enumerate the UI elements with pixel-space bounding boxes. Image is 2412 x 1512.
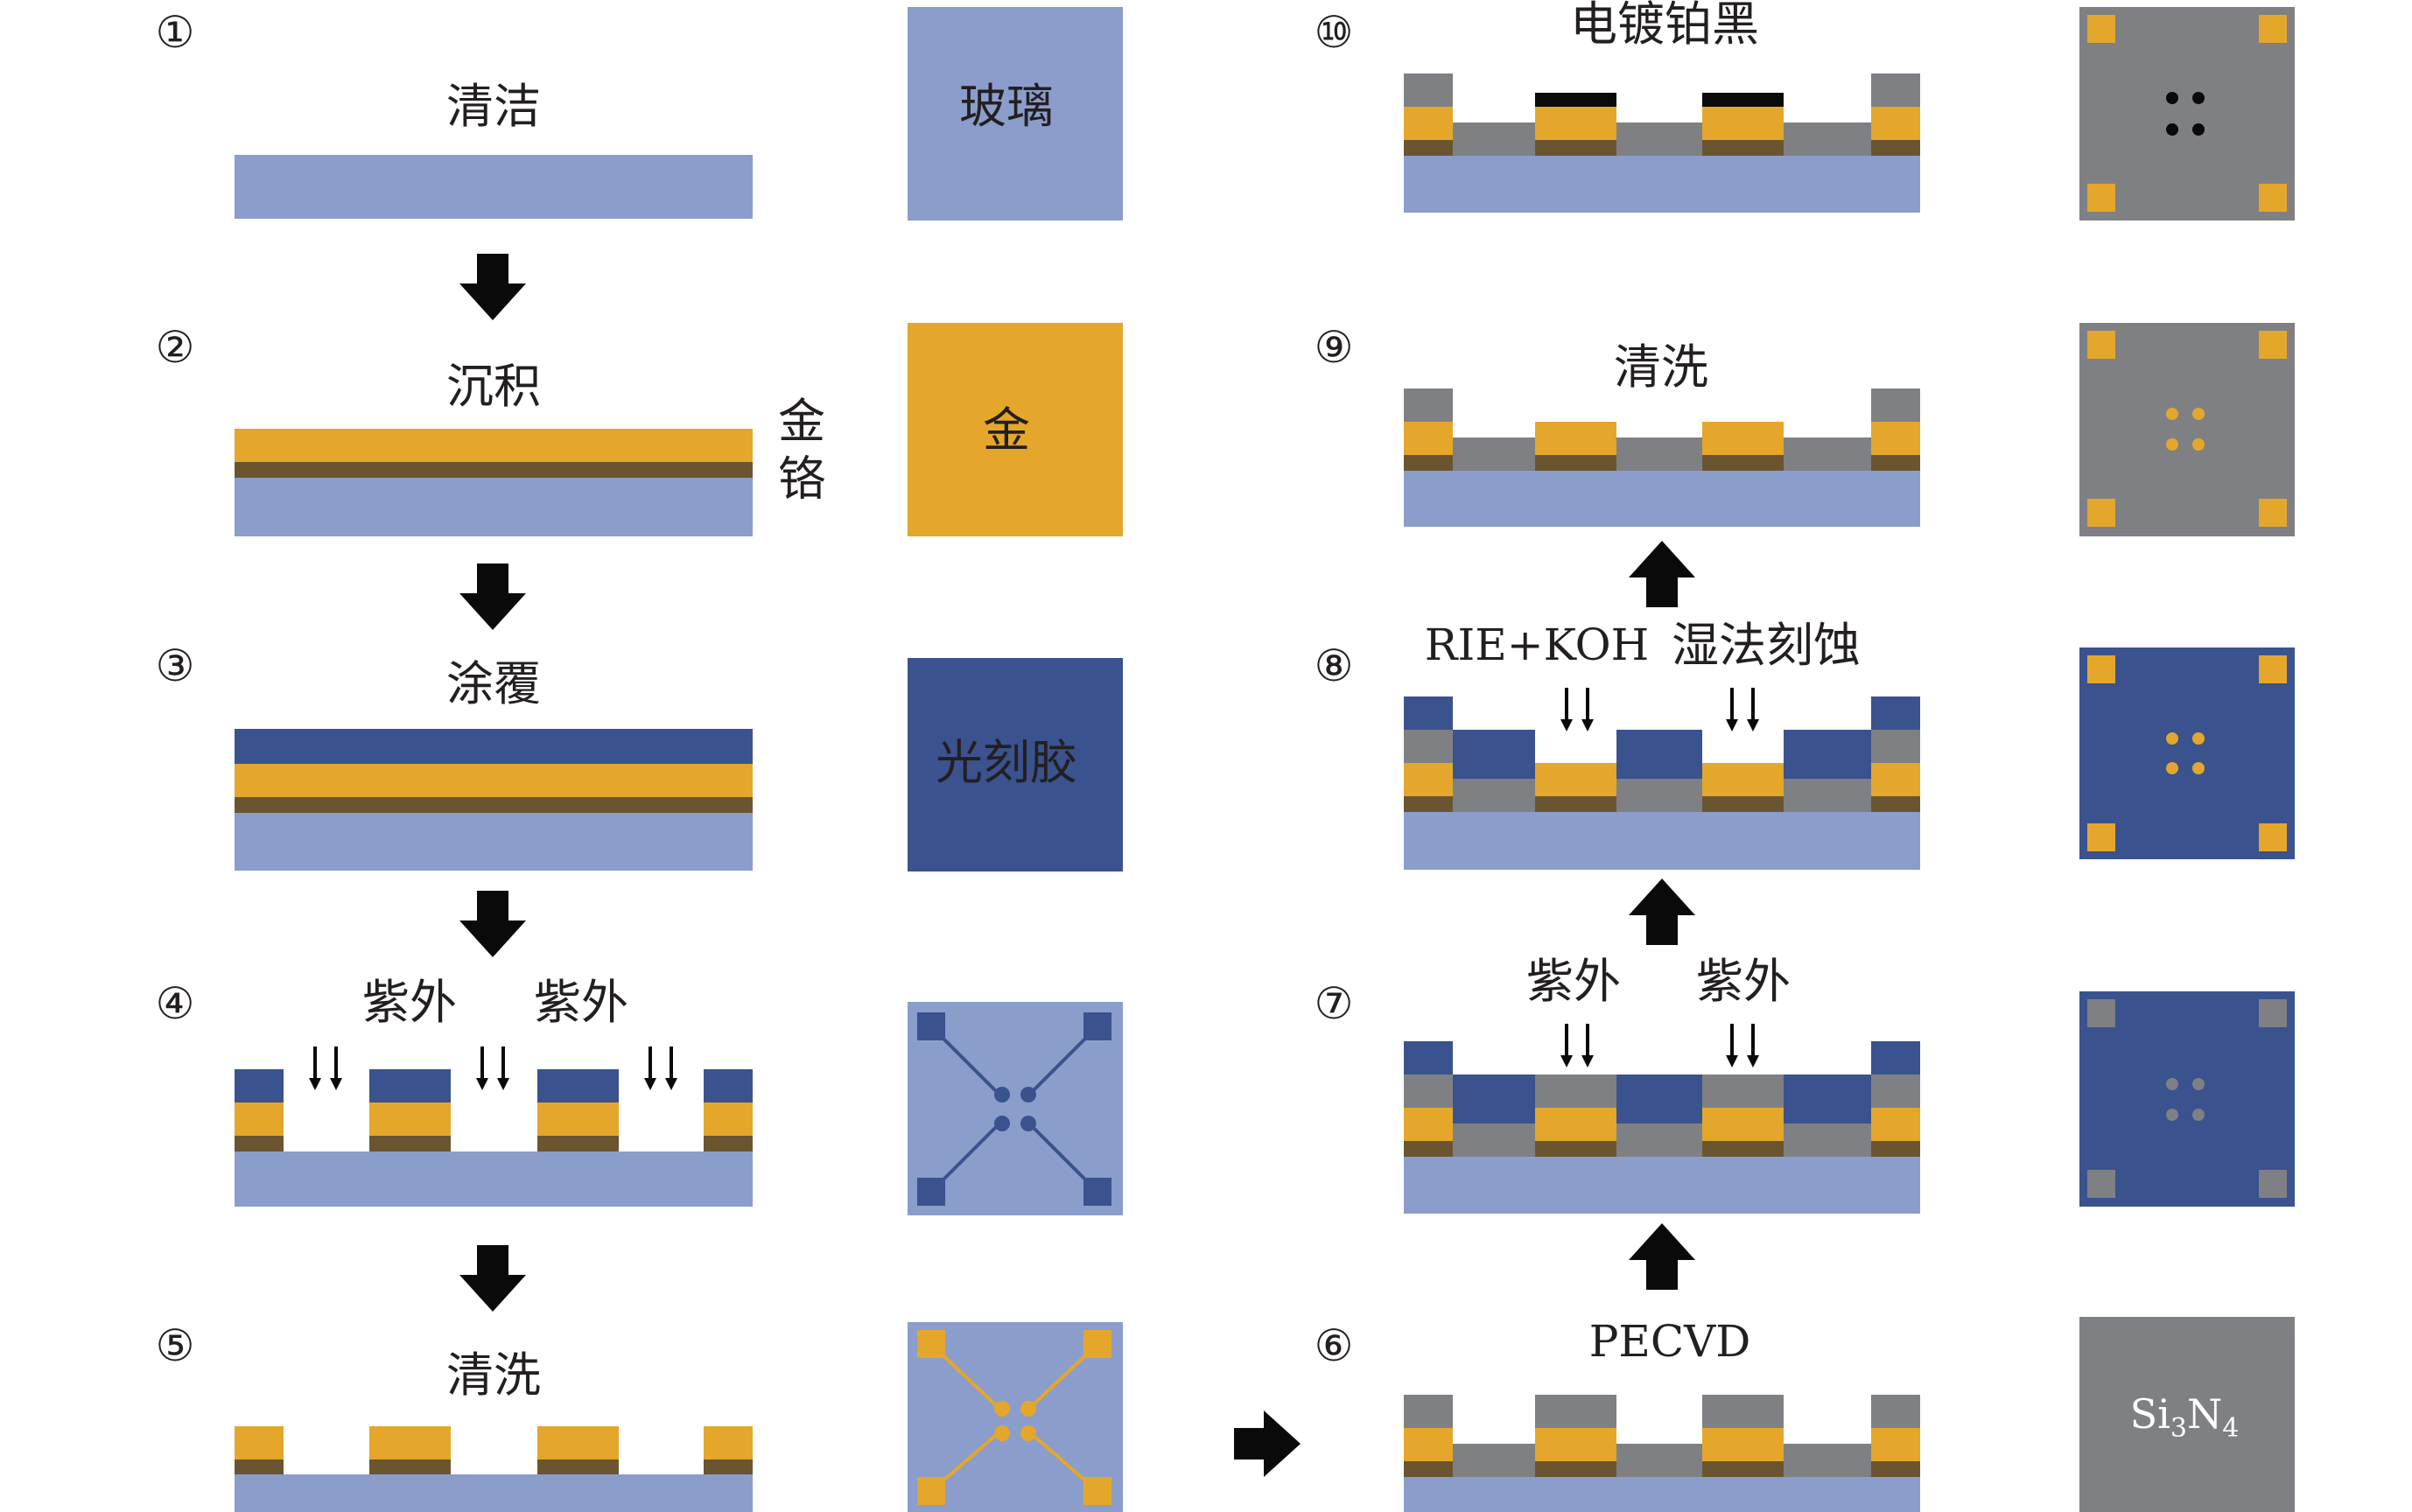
step-number: ⑥ xyxy=(1315,1320,1354,1371)
glass-substrate xyxy=(235,1152,753,1207)
step-number: ③ xyxy=(156,640,195,691)
topview-electrode-pattern-blue xyxy=(908,1002,1123,1215)
step6-cross-section xyxy=(1404,1395,1920,1512)
step10-cross-section xyxy=(1404,74,1920,213)
step-label: 电镀铂黑 xyxy=(1570,0,1759,52)
step-label: 清洗 xyxy=(446,1348,541,1403)
step9-cross-section xyxy=(1404,388,1920,527)
step-number: ⑩ xyxy=(1315,7,1354,58)
topview-gold: 金 xyxy=(908,323,1123,536)
photoresist-layer xyxy=(235,729,753,764)
uv-arrows-icon xyxy=(1726,1024,1759,1068)
uv-label: 紫外 xyxy=(1526,954,1621,1009)
step-number: ② xyxy=(156,322,195,373)
gold-block xyxy=(537,1426,619,1460)
gold-block xyxy=(704,1426,753,1460)
gold-block xyxy=(369,1426,451,1460)
topview-platinum-black xyxy=(2079,7,2295,220)
step5-cross-section xyxy=(235,1426,753,1512)
chrome-block xyxy=(369,1460,451,1474)
step1-cross-section xyxy=(235,155,753,219)
step3-cross-section xyxy=(235,729,753,871)
photoresist-block xyxy=(704,1069,753,1102)
step-label: 清洗 xyxy=(1614,340,1708,395)
down-arrow-icon xyxy=(459,1245,526,1312)
uv-arrows-icon xyxy=(309,1046,342,1090)
step-number: ① xyxy=(156,7,195,58)
step-label: 清洁 xyxy=(446,79,541,134)
uv-arrows-icon xyxy=(644,1046,677,1090)
topview-electrode-pattern-gold xyxy=(908,1322,1123,1512)
uv-label: 紫外 xyxy=(534,975,628,1030)
down-arrow-icon xyxy=(459,254,526,320)
uv-label: 紫外 xyxy=(1696,954,1791,1009)
chrome-block xyxy=(704,1136,753,1152)
topview-label: 光刻胶 xyxy=(936,735,1077,790)
chrome-block xyxy=(235,1460,284,1474)
gold-layer xyxy=(235,429,753,462)
step-number: ⑤ xyxy=(156,1320,195,1371)
gold-block xyxy=(235,1102,284,1136)
etch-label: 湿法刻蚀 xyxy=(1672,618,1861,673)
chrome-block xyxy=(369,1136,451,1152)
chrome-block xyxy=(704,1460,753,1474)
step-number: ⑧ xyxy=(1315,640,1354,691)
glass-substrate xyxy=(235,1474,753,1512)
step-number: ④ xyxy=(156,978,195,1029)
step2-cross-section xyxy=(235,429,753,536)
etch-label: RIE+KOH xyxy=(1425,620,1649,670)
etch-arrows-icon xyxy=(1560,688,1594,732)
photoresist-block xyxy=(369,1069,451,1102)
uv-arrows-icon xyxy=(1560,1024,1594,1068)
gold-block xyxy=(537,1102,619,1136)
uv-label: 紫外 xyxy=(362,975,457,1030)
gold-block xyxy=(235,1426,284,1460)
step4-cross-section xyxy=(235,1069,753,1207)
chrome-block xyxy=(537,1136,619,1152)
glass-substrate xyxy=(235,155,753,219)
step8-cross-section xyxy=(1404,696,1920,870)
step7-cross-section xyxy=(1404,1041,1920,1214)
topview-photoresist: 光刻胶 xyxy=(908,658,1123,872)
glass-substrate xyxy=(235,813,753,871)
topview-nitride: Si3N4 xyxy=(2079,1317,2295,1512)
topview-label: Si3N4 xyxy=(2130,1390,2240,1444)
gold-layer xyxy=(235,764,753,797)
up-arrow-icon xyxy=(1629,1223,1695,1290)
topview-exposed-photoresist xyxy=(2079,991,2295,1207)
gold-layer-label: 金 xyxy=(778,394,825,449)
chrome-layer xyxy=(235,462,753,478)
topview-glass: 玻璃 xyxy=(908,7,1123,220)
topview-label: 金 xyxy=(983,402,1030,458)
step-number: ⑨ xyxy=(1315,322,1354,373)
etch-arrows-icon xyxy=(1726,688,1759,732)
right-arrow-icon xyxy=(1234,1410,1301,1477)
gold-block xyxy=(369,1102,451,1136)
down-arrow-icon xyxy=(459,564,526,630)
up-arrow-icon xyxy=(1629,878,1695,945)
step-label: PECVD xyxy=(1589,1316,1751,1367)
chrome-block xyxy=(537,1460,619,1474)
chrome-layer xyxy=(235,797,753,813)
topview-etched-photoresist xyxy=(2079,648,2295,859)
step-label: 涂覆 xyxy=(446,656,541,711)
up-arrow-icon xyxy=(1629,541,1695,607)
chrome-layer-label: 铬 xyxy=(778,452,825,507)
topview-cleaned-nitride xyxy=(2079,323,2295,536)
gold-block xyxy=(704,1102,753,1136)
glass-substrate xyxy=(235,478,753,536)
topview-label: 玻璃 xyxy=(959,79,1054,134)
uv-arrows-icon xyxy=(476,1046,509,1090)
step-number: ⑦ xyxy=(1315,978,1354,1029)
down-arrow-icon xyxy=(459,891,526,957)
photoresist-block xyxy=(235,1069,284,1102)
photoresist-block xyxy=(537,1069,619,1102)
chrome-block xyxy=(235,1136,284,1152)
step-label: 沉积 xyxy=(446,359,541,414)
